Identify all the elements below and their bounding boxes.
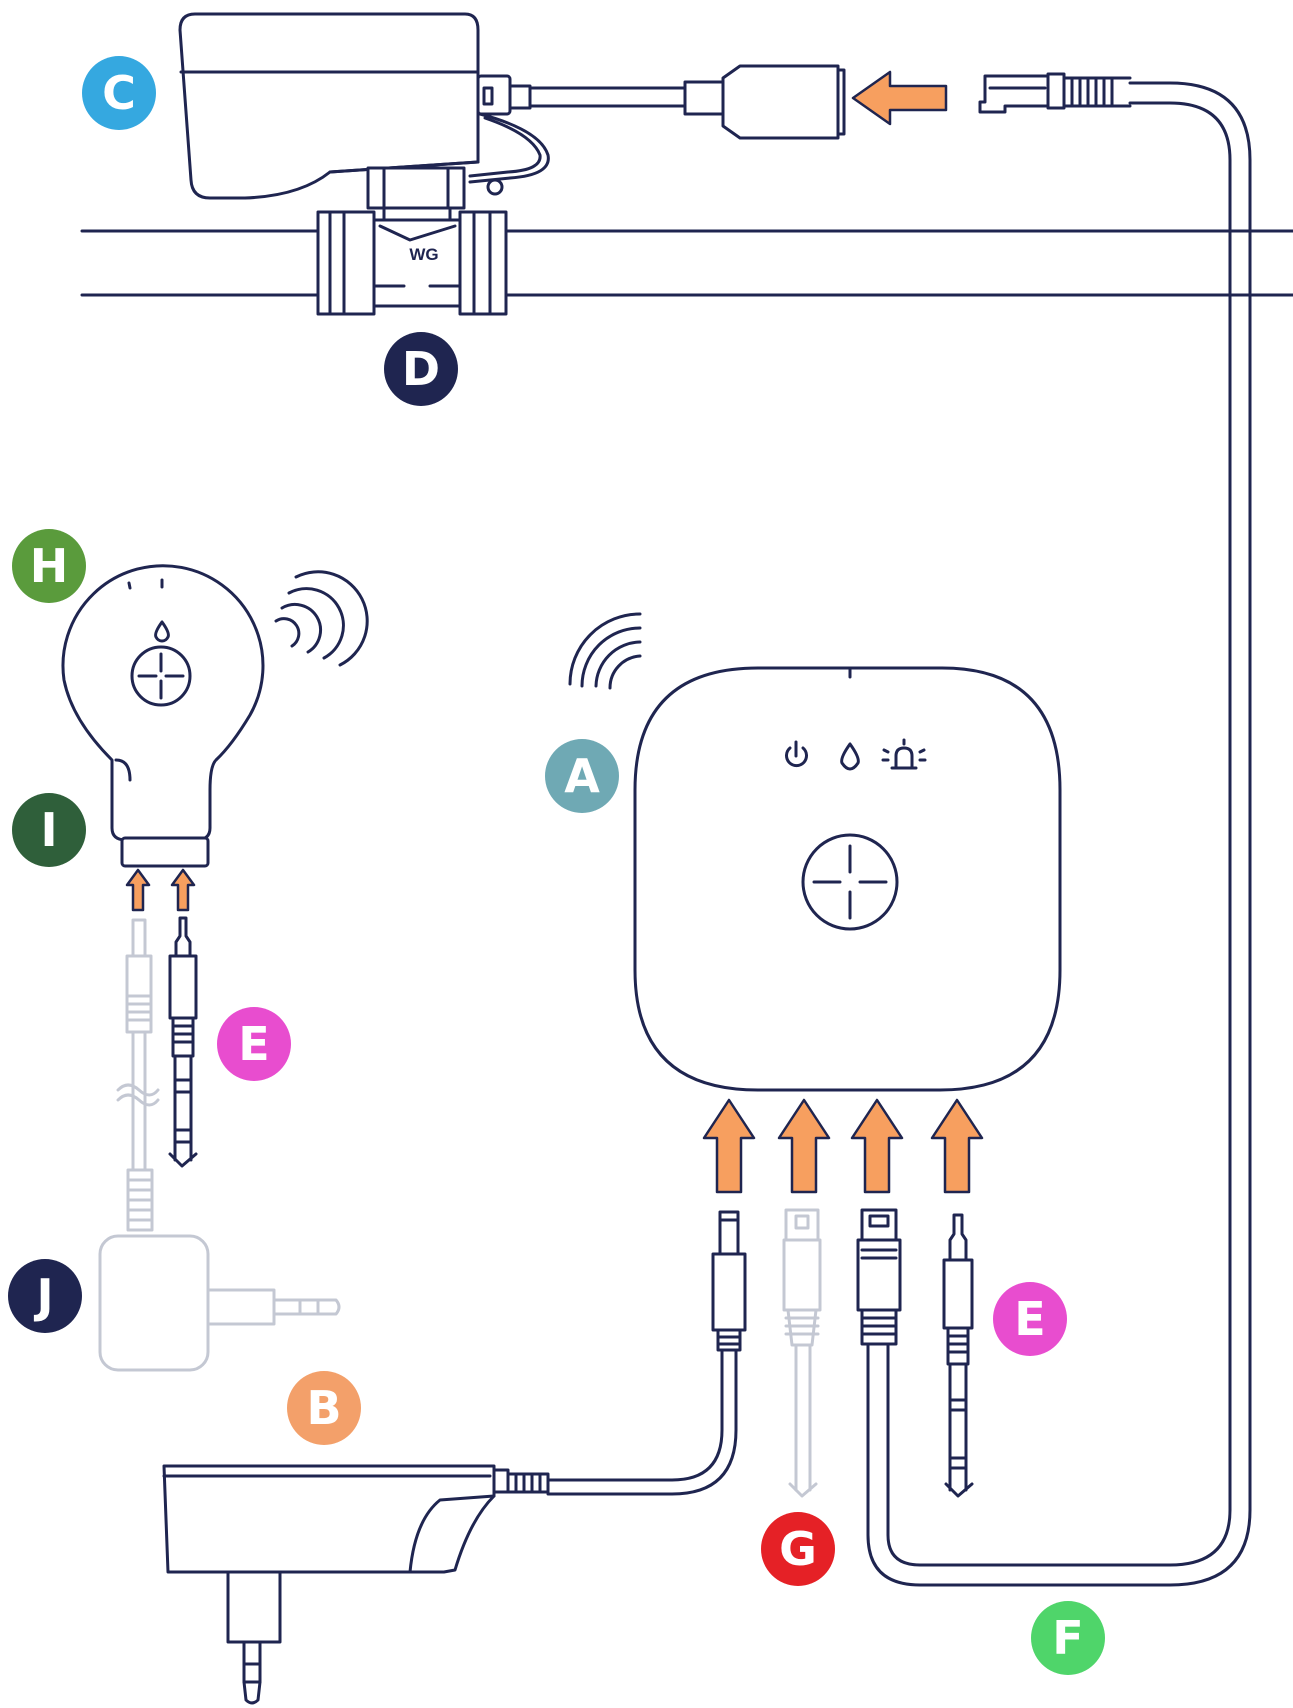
badge-C: C: [82, 56, 156, 130]
badge-A: A: [545, 739, 619, 813]
valve-marking: WG: [409, 245, 438, 264]
valve-motor-housing: [178, 12, 687, 200]
sensor-water-drop-icon: [154, 620, 170, 643]
hub-power-adapter-body: [162, 1464, 557, 1705]
water-sensor-body: [61, 564, 265, 868]
hub-port-arrows: [702, 1098, 984, 1194]
power-icon: [785, 740, 808, 768]
water-drop-icon: [840, 742, 860, 771]
badge-E-sensor: E: [217, 1007, 291, 1081]
sensor-button-icon: [130, 645, 192, 707]
audio-jack-sensor: [168, 916, 198, 1168]
motor-cable-connector: [683, 64, 846, 140]
sensor-power-adapter-body: [98, 1234, 341, 1372]
ethernet-plug: [782, 1208, 822, 1498]
dc-barrel-plug: [553, 1210, 747, 1496]
badge-H: H: [12, 529, 86, 603]
sensor-dc-plug: [116, 918, 160, 1232]
badge-I: I: [12, 793, 86, 867]
badge-F: F: [1031, 1601, 1105, 1675]
sensor-wifi-signal-icon: [274, 570, 369, 667]
audio-jack-hub: [942, 1213, 974, 1498]
badge-B: B: [287, 1371, 361, 1445]
rj-plug: [978, 72, 1132, 114]
network-cable: [866, 81, 1252, 1587]
badge-J: J: [8, 1259, 82, 1333]
sensor-port-arrows: [125, 868, 196, 912]
badge-D: D: [384, 332, 458, 406]
alarm-icon: [881, 738, 927, 770]
valve-body: WG: [316, 166, 508, 316]
wifi-signal-icon: [568, 612, 642, 690]
badge-G: G: [761, 1512, 835, 1586]
water-pipe: [80, 229, 1293, 297]
rj-plug-hub: [856, 1208, 902, 1346]
insert-arrow: [851, 70, 948, 126]
badge-E-hub: E: [993, 1282, 1067, 1356]
pairing-button-icon: [801, 833, 899, 931]
hub-device: [633, 666, 1062, 1092]
